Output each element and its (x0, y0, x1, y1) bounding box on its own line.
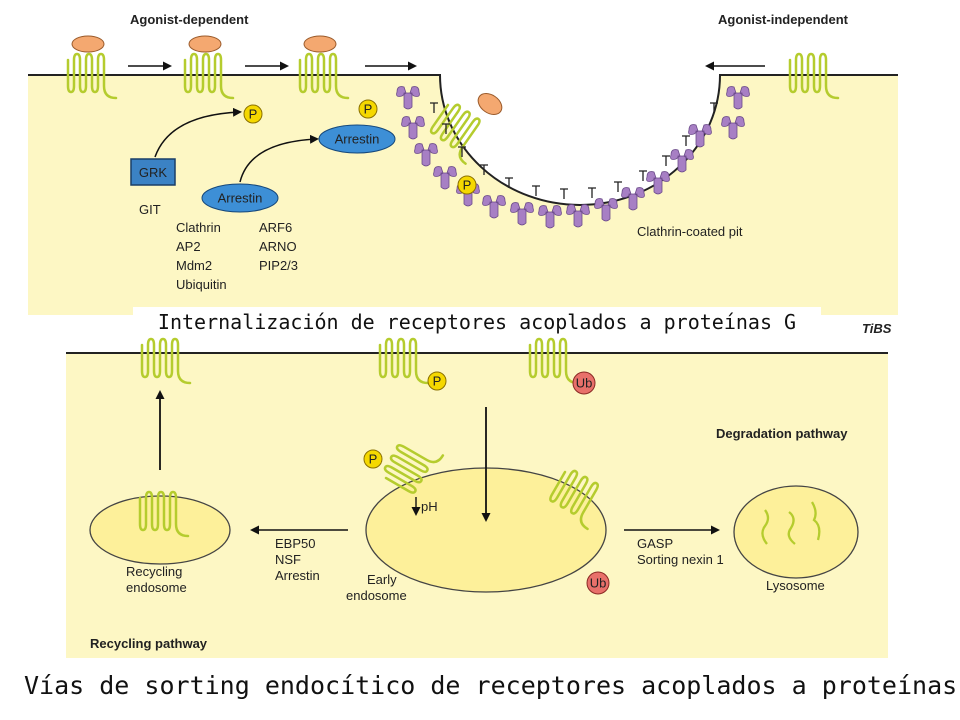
ph-label: pH (421, 499, 438, 514)
internalization-caption: Internalización de receptores acoplados … (133, 307, 821, 337)
phosphate-label: P (249, 107, 258, 122)
degraded-receptor-fragment (761, 509, 770, 545)
factor-right: PIP2/3 (259, 258, 298, 273)
ubiquitin-badge (572, 371, 596, 395)
factor-left: Mdm2 (176, 258, 212, 273)
phosphate-label: P (369, 452, 378, 467)
ubiquitin-label: Ub (576, 376, 593, 391)
factor-right: ARNO (259, 239, 297, 254)
phosphate-label: P (433, 374, 442, 389)
agonist (71, 35, 105, 53)
phosphate-badge (243, 104, 263, 124)
phosphate-badge (363, 449, 383, 469)
arrestin-bound-label: Arrestin (335, 132, 380, 147)
clathrin-pit-label: Clathrin-coated pit (637, 224, 743, 239)
degraded-receptor-fragment (811, 501, 821, 541)
degradation-factor: GASP (637, 536, 673, 551)
agonist (303, 35, 337, 53)
clathrin-coat (396, 86, 750, 229)
factor-left: Clathrin (176, 220, 221, 235)
sorting-caption: Vías de sorting endocítico de receptores… (24, 660, 960, 712)
factor-left: Ubiquitin (176, 277, 227, 292)
internalization-panel: Agonist-dependent Agonist-independent (28, 12, 898, 336)
recycling-endosome-label: endosome (126, 580, 187, 595)
cytoplasm-top (28, 75, 898, 315)
recycling-endosome-label: Recycling (126, 564, 182, 579)
recycling-factor: NSF (275, 552, 301, 567)
phosphate-badge (457, 175, 477, 195)
phosphate-label: P (364, 102, 373, 117)
phosphate-badge (427, 371, 447, 391)
arrestin-free (201, 183, 279, 213)
lysosome-label: Lysosome (766, 578, 825, 593)
arrestin-recruitment-arrow (239, 134, 319, 183)
sorting-panel: P Ub Degradation pathway Recycling endos… (66, 337, 888, 658)
agonist (188, 35, 222, 53)
degraded-receptor-fragment (787, 511, 796, 545)
grk-box (130, 158, 176, 186)
source-label: TiBS (862, 321, 892, 336)
recycling-pathway-label: Recycling pathway (90, 636, 208, 651)
ubiquitin-badge (586, 571, 610, 595)
factor-right: ARF6 (259, 220, 292, 235)
phosphate-label: P (463, 178, 472, 193)
degradation-pathway-label: Degradation pathway (716, 426, 848, 441)
ubiquitin-label: Ub (590, 576, 607, 591)
phosphate-badge (358, 99, 378, 119)
arrestin-bound (318, 124, 396, 154)
recycling-factor: Arrestin (275, 568, 320, 583)
arrestin-free-label: Arrestin (218, 191, 263, 206)
recycling-factor: EBP50 (275, 536, 315, 551)
agonist-independent-label: Agonist-independent (718, 12, 849, 27)
recycling-endosome (89, 495, 231, 565)
grk-phosphorylation-arrow (154, 107, 242, 158)
agonist-dependent-label: Agonist-dependent (130, 12, 249, 27)
agonist (477, 93, 503, 115)
degradation-factor: Sorting nexin 1 (637, 552, 724, 567)
early-endosome-label: Early (367, 572, 397, 587)
git-label: GIT (139, 202, 161, 217)
factor-left: AP2 (176, 239, 201, 254)
early-endosome-label: endosome (346, 588, 407, 603)
lysosome (733, 485, 859, 579)
grk-label: GRK (139, 165, 168, 180)
